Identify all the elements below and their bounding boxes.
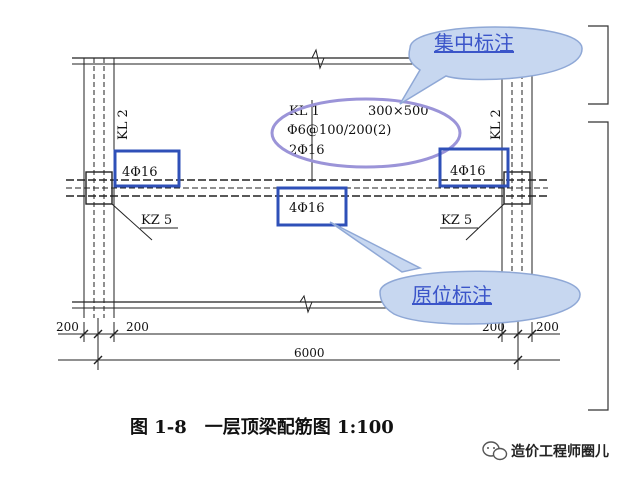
- dimension-left-inner: 200: [126, 320, 149, 334]
- side-beam-label-left: KL 2: [116, 109, 131, 140]
- highlight-box-right: [438, 147, 510, 188]
- side-brackets: [588, 25, 609, 411]
- side-beam-label-right: KL 2: [489, 109, 504, 140]
- watermark-text: 造价工程师圈儿: [511, 443, 609, 460]
- watermark: 造价工程师圈儿: [482, 441, 609, 461]
- column-label-right: KZ 5: [441, 213, 472, 228]
- in-situ-annotations: 4Φ16 4Φ16 4Φ16: [113, 147, 510, 227]
- callout-centralized: 集中标注: [399, 26, 583, 105]
- in-situ-label-right: 4Φ16: [450, 164, 485, 179]
- beam-stirrups: Φ6@100/200(2): [287, 123, 391, 138]
- beam-name: KL 1: [289, 104, 320, 119]
- beam-section: 300×500: [368, 104, 429, 119]
- column-labels: KZ 5 KZ 5: [141, 213, 472, 228]
- wechat-icon: [482, 441, 508, 461]
- highlight-box-left: [113, 149, 181, 188]
- beam-top-bars: 2Φ16: [289, 143, 324, 158]
- callout-in-situ-text: 原位标注: [412, 283, 492, 307]
- dimension-right-outer: 200: [536, 320, 559, 334]
- dimension-labels: 200 200 200 200 6000: [56, 320, 559, 360]
- bracket-top: [588, 25, 609, 105]
- in-situ-label-left: 4Φ16: [122, 165, 157, 180]
- bracket-bottom: [588, 121, 609, 411]
- column-label-left: KZ 5: [141, 213, 172, 228]
- centralized-annotation: KL 1 300×500 Φ6@100/200(2) 2Φ16: [287, 104, 429, 158]
- dimension-span: 6000: [294, 346, 325, 360]
- in-situ-label-bottom: 4Φ16: [289, 201, 324, 216]
- callout-in-situ-bubble: [329, 221, 581, 325]
- callout-in-situ: 原位标注: [329, 221, 581, 325]
- centralized-annotation-oval: [270, 97, 462, 169]
- dimension-left-outer: 200: [56, 320, 79, 334]
- side-beam-labels: KL 2 KL 2: [116, 109, 504, 140]
- callout-centralized-bubble: [399, 26, 583, 105]
- callout-centralized-text: 集中标注: [434, 31, 514, 55]
- highlight-box-bottom: [276, 186, 348, 227]
- figure-caption: 图 1-8 一层顶梁配筋图 1:100: [130, 416, 394, 438]
